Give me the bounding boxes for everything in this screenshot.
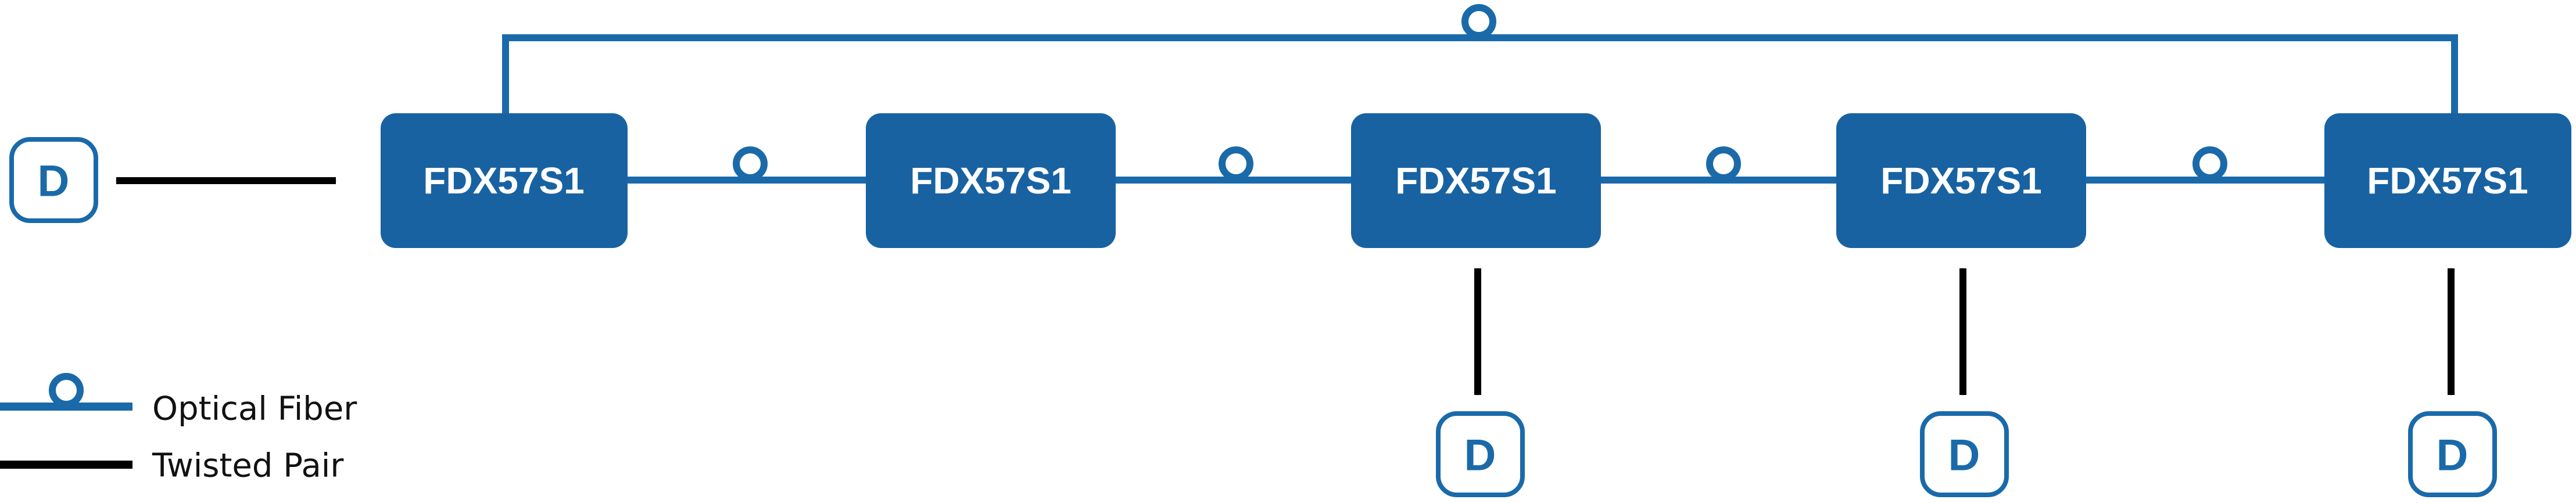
fiber-loop-icon (733, 146, 768, 181)
fiber-loop-icon (1706, 146, 1741, 181)
fiber-loop-icon (1219, 146, 1253, 181)
node-3: FDX57S1 (1351, 113, 1601, 248)
device-label: D (2437, 431, 2468, 480)
device-node-3: D (1436, 411, 1525, 497)
node-label: FDX57S1 (423, 160, 584, 202)
legend: Optical Fiber Twisted Pair (0, 373, 357, 485)
fiber-loop-icon (49, 373, 84, 408)
node-5: FDX57S1 (2324, 113, 2571, 248)
node-4: FDX57S1 (1836, 113, 2086, 248)
node-label: FDX57S1 (910, 160, 1071, 202)
node-2: FDX57S1 (866, 113, 1116, 248)
device-label: D (38, 157, 70, 206)
node-1: FDX57S1 (381, 113, 628, 248)
node-label: FDX57S1 (1395, 160, 1556, 202)
device-node-5: D (2408, 411, 2497, 497)
legend-twisted-label: Twisted Pair (152, 447, 344, 485)
fiber-loop-icon (1461, 4, 1496, 39)
legend-fiber-label: Optical Fiber (152, 390, 357, 428)
node-label: FDX57S1 (2367, 160, 2528, 202)
device-label: D (1464, 431, 1496, 480)
device-label: D (1948, 431, 1980, 480)
device-node-4: D (1920, 411, 2009, 497)
fiber-ring-line (502, 34, 2458, 116)
node-label: FDX57S1 (1880, 160, 2041, 202)
device-left: D (9, 137, 98, 223)
fiber-loop-icon (2192, 146, 2227, 181)
